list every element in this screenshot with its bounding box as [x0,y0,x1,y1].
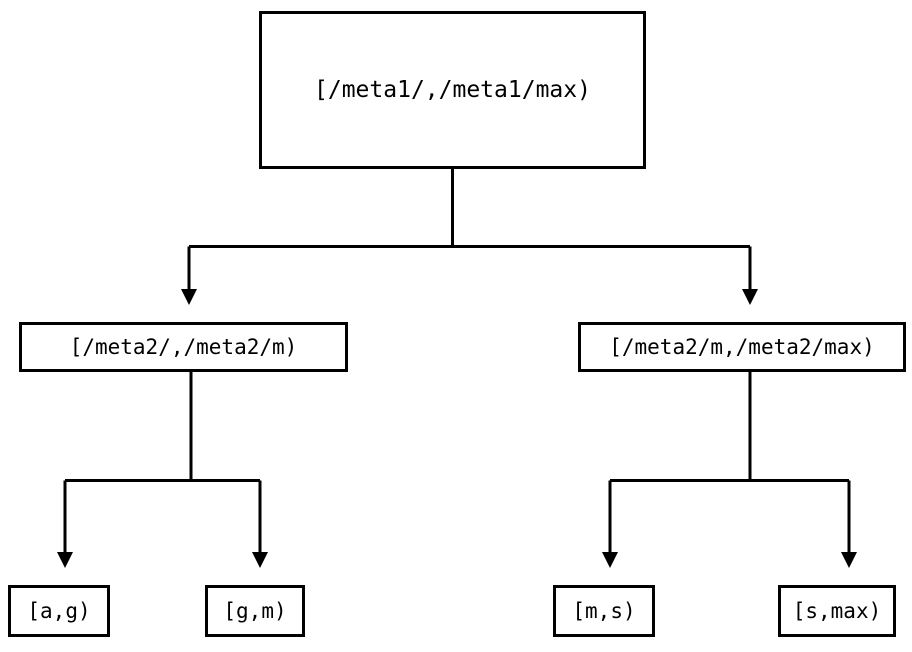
arrowhead-to-mid-left [181,289,197,305]
arrowhead-to-mid-right [742,289,758,305]
tree-node-root[interactable]: [/meta1/,/meta1/max) [259,11,646,169]
tree-node-leaf-2-label: [g,m) [223,598,287,623]
tree-node-mid-right-label: [/meta2/m,/meta2/max) [609,334,875,359]
tree-node-mid-right[interactable]: [/meta2/m,/meta2/max) [578,322,906,372]
tree-node-leaf-3-label: [m,s) [572,598,636,623]
tree-node-leaf-3[interactable]: [m,s) [553,585,655,637]
tree-node-mid-left[interactable]: [/meta2/,/meta2/m) [19,322,348,372]
tree-node-leaf-2[interactable]: [g,m) [205,585,305,637]
tree-node-leaf-4[interactable]: [s,max) [778,585,896,637]
arrowhead-to-leaf4 [841,552,857,568]
tree-node-mid-left-label: [/meta2/,/meta2/m) [69,334,298,359]
tree-node-root-label: [/meta1/,/meta1/max) [314,76,591,103]
arrowhead-to-leaf3 [602,552,618,568]
tree-node-leaf-1-label: [a,g) [27,598,91,623]
arrowhead-to-leaf1 [57,552,73,568]
arrowhead-to-leaf2 [252,552,268,568]
tree-node-leaf-4-label: [s,max) [792,598,882,623]
tree-node-leaf-1[interactable]: [a,g) [8,585,110,637]
